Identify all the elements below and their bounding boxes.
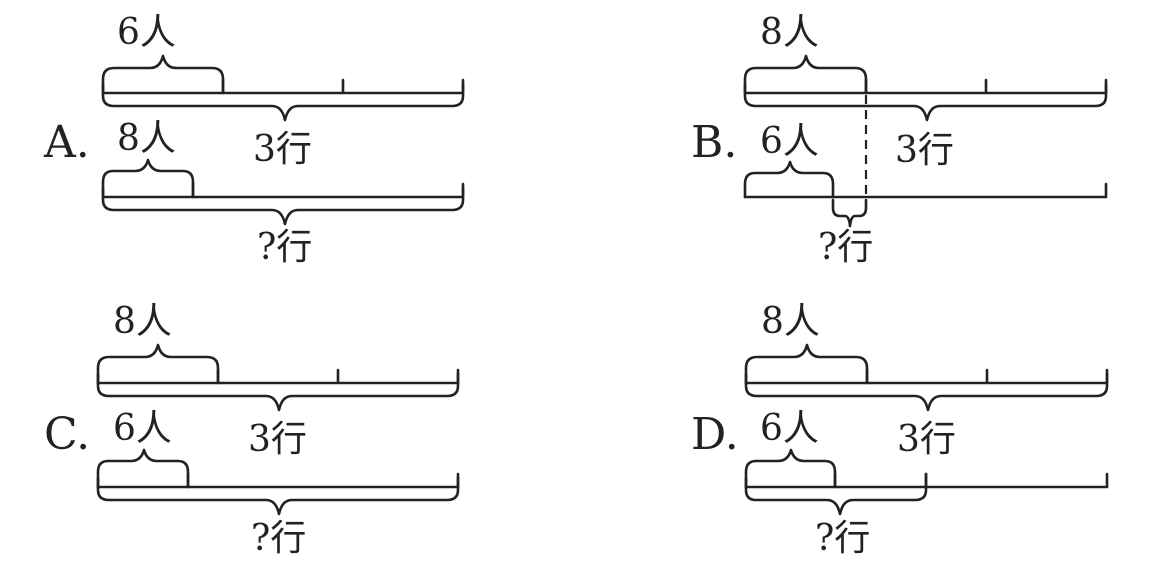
option-b-top-bar	[743, 78, 1108, 95]
option-b-bottom-label: ?行	[818, 227, 873, 268]
option-c-mid-label: 3行	[248, 419, 307, 460]
option-c-top-label: 8人	[113, 301, 172, 342]
option-c: C. 8人 3行 6人 ?行	[44, 301, 460, 559]
option-c-total-brace	[96, 372, 460, 412]
option-d-bottom-top-label: 6人	[760, 408, 819, 449]
option-a-top-brace	[101, 54, 225, 95]
option-a-bottom-short-brace	[101, 158, 195, 199]
option-d-bottom-short-brace	[744, 448, 837, 489]
option-c-bottom-brace	[96, 476, 460, 516]
option-b-bottom-top-label: 6人	[760, 121, 819, 162]
option-d-total-brace	[744, 372, 1109, 412]
option-b-letter: B.	[691, 117, 737, 168]
option-c-letter: C.	[44, 409, 90, 460]
option-b-bottom-bar	[743, 182, 1108, 199]
option-c-bottom-bar	[96, 472, 460, 489]
option-b: B. 8人 3行 6人 ?行	[691, 12, 1108, 268]
option-a-bottom-bar	[101, 182, 465, 199]
option-b-top-label: 8人	[760, 12, 819, 53]
option-d-mid-label: 3行	[897, 419, 956, 460]
option-c-bottom-short-brace	[96, 448, 190, 489]
option-a-bottom-top-label: 8人	[117, 118, 176, 159]
option-a-letter: A.	[43, 117, 90, 168]
option-d-bottom-brace	[744, 472, 928, 516]
option-a-total-brace	[101, 82, 465, 122]
option-d-top-bar	[744, 368, 1109, 385]
option-a-bottom-brace	[101, 186, 465, 226]
option-b-bottom-short-brace	[743, 160, 835, 199]
option-a-top-label: 6人	[117, 12, 176, 53]
option-b-difference-brace	[831, 198, 868, 228]
option-a-bottom-label: ?行	[257, 227, 312, 268]
option-c-top-bar	[96, 368, 460, 385]
option-c-top-brace	[96, 343, 220, 385]
option-b-top-brace	[743, 54, 868, 95]
option-c-bottom-top-label: 6人	[113, 408, 172, 449]
option-d-top-label: 8人	[761, 301, 820, 342]
option-d-bottom-label: ?行	[815, 518, 870, 559]
option-a-top-bar	[101, 78, 465, 95]
option-a: A. 6人 3行 8人 ?行	[43, 12, 465, 268]
option-b-total-brace	[743, 82, 1108, 122]
option-d: D. 8人 3行 6人 ?行	[691, 301, 1109, 559]
option-c-bottom-label: ?行	[251, 518, 306, 559]
option-b-mid-label: 3行	[895, 130, 954, 171]
option-a-mid-label: 3行	[253, 129, 312, 170]
option-d-letter: D.	[691, 409, 739, 460]
option-d-top-brace	[744, 343, 869, 385]
